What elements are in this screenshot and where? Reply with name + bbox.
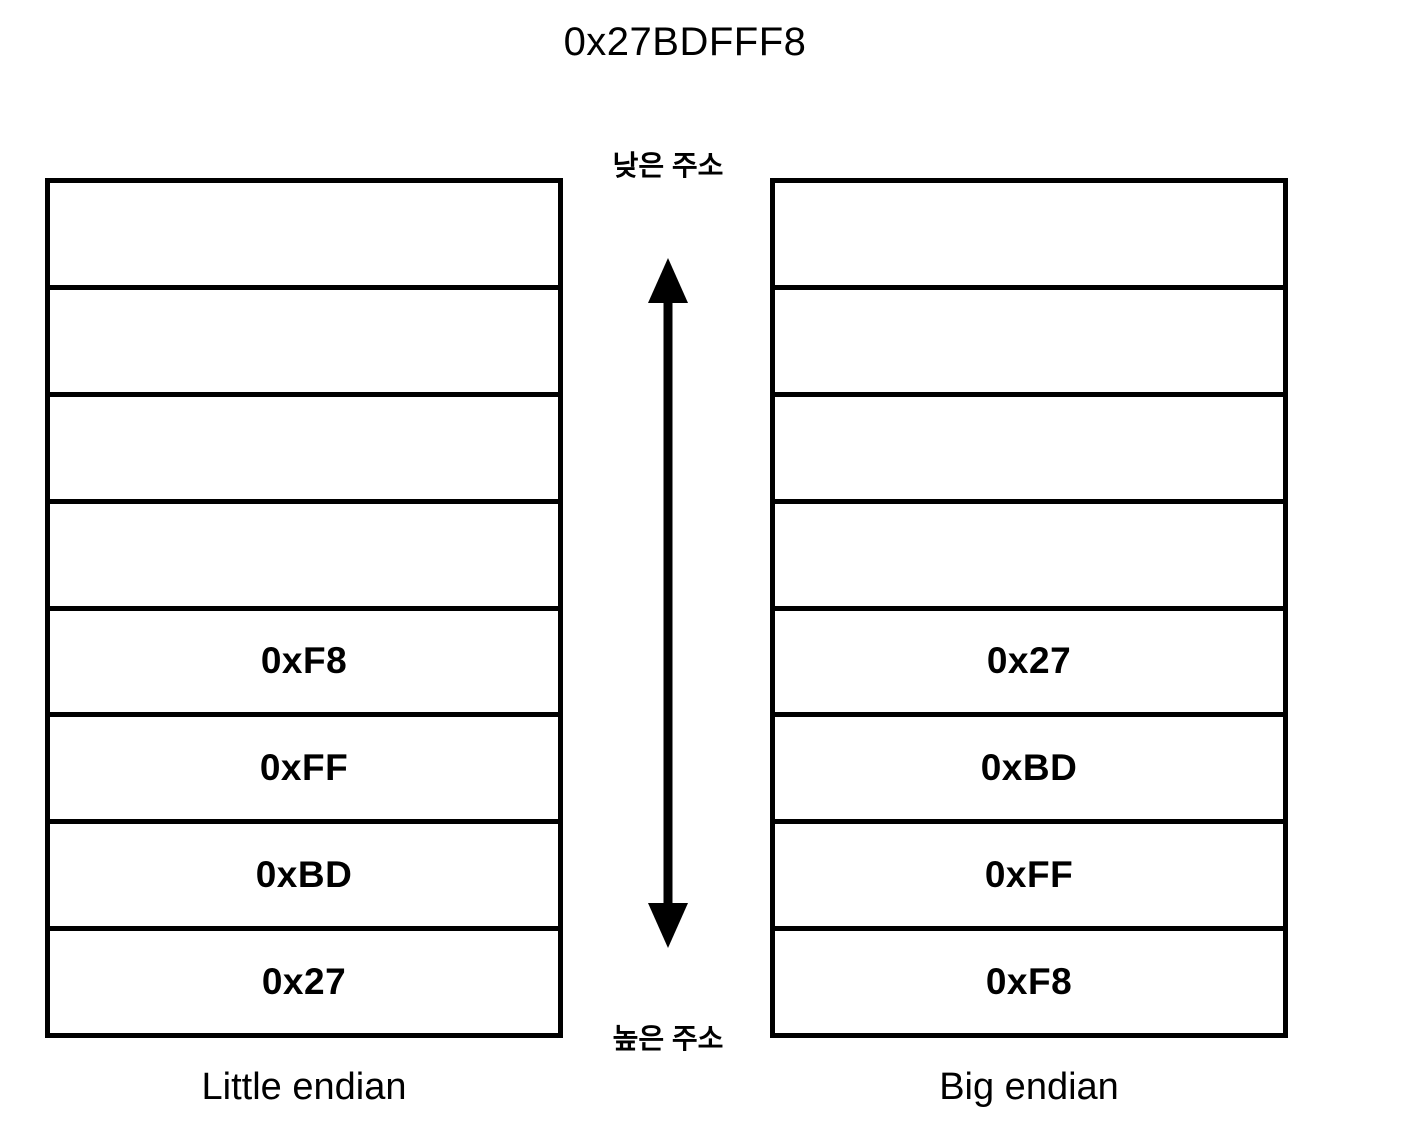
page-title: 0x27BDFFF8 (563, 20, 807, 64)
caption-big-endian: Big endian (939, 1066, 1119, 1108)
memory-cell: 0xBD (775, 717, 1283, 825)
caption-little-endian: Little endian (201, 1066, 407, 1108)
memory-cell (50, 183, 558, 290)
memory-cell: 0xF8 (50, 610, 558, 718)
memory-cell (50, 289, 558, 397)
memory-table-little-endian: 0xF8 0xFF 0xBD 0x27 (45, 178, 563, 1038)
memory-cell: 0xFF (50, 717, 558, 825)
memory-cell: 0xF8 (775, 931, 1283, 1033)
memory-cell: 0x27 (775, 610, 1283, 718)
memory-cell: 0x27 (50, 931, 558, 1033)
memory-cell (50, 396, 558, 504)
address-direction-axis: 낮은 주소 높은 주소 (568, 140, 768, 1070)
memory-cell (775, 289, 1283, 397)
double-headed-vertical-arrow-icon (648, 258, 688, 948)
low-address-label: 낮은 주소 (612, 150, 724, 181)
memory-cell: 0xFF (775, 824, 1283, 932)
memory-table-big-endian: 0x27 0xBD 0xFF 0xF8 (770, 178, 1288, 1038)
memory-cell: 0xBD (50, 824, 558, 932)
memory-cell (50, 503, 558, 611)
high-address-label: 높은 주소 (612, 1023, 724, 1054)
memory-cell (775, 503, 1283, 611)
memory-cell (775, 396, 1283, 504)
memory-cell (775, 183, 1283, 290)
